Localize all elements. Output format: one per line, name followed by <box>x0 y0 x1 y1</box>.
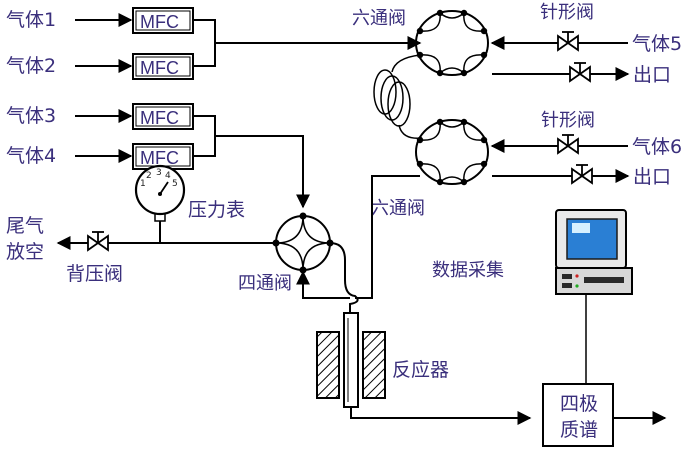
mfc12-merge <box>193 19 216 67</box>
reactor-return-line <box>296 270 350 299</box>
pressure-gauge: 1 2 3 4 5 <box>134 164 186 243</box>
gas5-label: 气体5 <box>632 33 682 55</box>
four-way-valve-label: 四通阀 <box>238 273 292 294</box>
quad-mass-spec: 四极 质谱 <box>542 383 614 447</box>
six-way-valve-bottom-label: 六通阀 <box>371 198 425 219</box>
outlet-valve-top <box>569 62 591 82</box>
back-pressure-valve-label: 背压阀 <box>66 263 123 285</box>
reactor-label: 反应器 <box>392 359 449 381</box>
needle-valve-top-label: 针形阀 <box>540 2 594 23</box>
mfc-1: MFC <box>132 7 194 34</box>
quad-ms-label-2: 质谱 <box>560 419 598 441</box>
four-way-valve <box>271 211 335 275</box>
needle-valve-bottom-label: 针形阀 <box>541 110 595 131</box>
gauge-scale-1: 1 <box>140 179 146 189</box>
gauge-scale-4: 4 <box>165 171 171 181</box>
pressure-gauge-label: 压力表 <box>188 199 245 221</box>
feed-to-four-way <box>215 135 310 209</box>
computer-icon <box>555 209 633 295</box>
six-way-valve-top <box>415 8 489 78</box>
mfc-2: MFC <box>132 53 194 80</box>
back-pressure-valve <box>87 231 109 251</box>
reactor-to-ms-line <box>350 407 532 425</box>
gauge-scale-5: 5 <box>172 179 178 189</box>
sample-loop-coil <box>373 54 423 139</box>
gas1-label: 气体1 <box>6 9 56 31</box>
six-way-valve-top-label: 六通阀 <box>352 8 406 29</box>
outlet-top-label: 出口 <box>633 64 671 86</box>
six-to-reactor-line <box>355 175 420 299</box>
mfc-4-label: MFC <box>140 148 179 168</box>
outlet-valve-bottom <box>571 164 593 184</box>
gas3-label: 气体3 <box>6 105 56 127</box>
needle-valve-bottom <box>557 134 579 154</box>
exhaust-label-2: 放空 <box>6 241 44 263</box>
gauge-scale-3: 3 <box>156 168 162 178</box>
gauge-scale-2: 2 <box>146 171 152 181</box>
mfc-3: MFC <box>132 103 194 130</box>
mfc34-merge <box>193 115 216 157</box>
mfc-2-label: MFC <box>140 58 179 78</box>
four-to-reactor-line <box>329 242 359 313</box>
outlet-bottom-label: 出口 <box>633 166 671 188</box>
mfc-1-label: MFC <box>140 12 179 32</box>
needle-valve-top <box>557 31 579 51</box>
gas2-label: 气体2 <box>6 55 56 77</box>
gas4-label: 气体4 <box>6 145 56 167</box>
quad-ms-label-1: 四极 <box>560 393 598 415</box>
mfc-3-label: MFC <box>140 108 179 128</box>
data-acquisition-label: 数据采集 <box>432 260 504 281</box>
gas6-label: 气体6 <box>632 136 682 158</box>
exhaust-label-1: 尾气 <box>6 215 44 237</box>
six-way-valve-bottom <box>415 117 489 187</box>
reactor <box>316 312 386 408</box>
